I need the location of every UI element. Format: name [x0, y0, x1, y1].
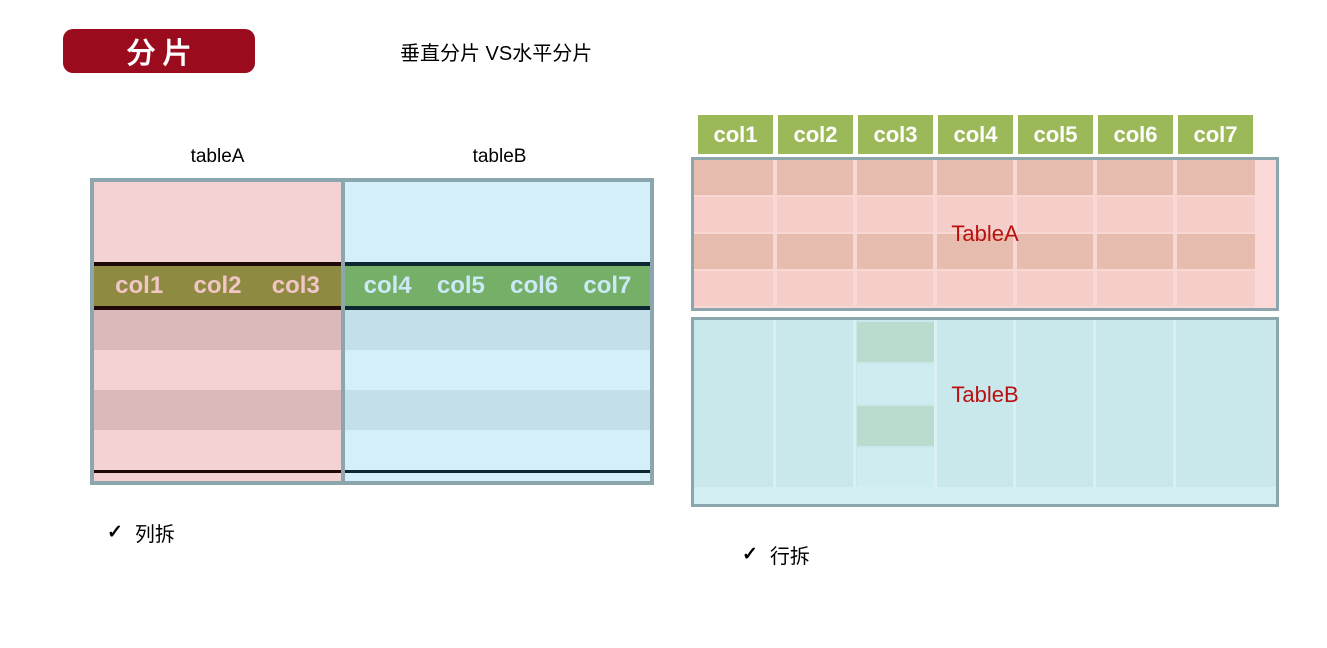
vertical-sharding-diagram: col1 col2 col3 col4 col5 col6 col7 [90, 178, 654, 485]
shard-row [694, 197, 1276, 234]
shared-column-header: col1 col2 col3 col4 col5 col6 col7 [698, 115, 1253, 154]
highlighted-cell [857, 322, 934, 362]
column-label: col3 [271, 272, 320, 299]
row-stripe [345, 390, 650, 430]
slide-subtitle: 垂直分片 VS水平分片 [400, 43, 593, 65]
gridline [1173, 320, 1176, 487]
row-stripe [94, 350, 341, 390]
highlighted-column [857, 320, 934, 488]
column-label: col6 [510, 272, 559, 299]
tableb-shard-box: TableB [691, 317, 1279, 507]
column-label: col2 [193, 272, 242, 299]
gridline [933, 160, 937, 308]
highlighted-cell [857, 406, 934, 446]
gridline [1173, 160, 1177, 308]
gridline [773, 160, 777, 308]
row-stripe [345, 310, 650, 350]
horizontal-split-caption-text: 行拆 [769, 546, 810, 568]
row-stripe [94, 430, 341, 470]
bottom-edge-strip [694, 487, 1276, 504]
tableb-shard-grid: TableB [694, 320, 1276, 504]
gridline [1093, 160, 1097, 308]
tableb-blank-section [345, 182, 650, 262]
highlighted-cell [857, 448, 934, 488]
row-stripe [345, 430, 650, 470]
vertical-split-caption: ✓ 列拆 [107, 518, 175, 547]
divider-line [345, 306, 650, 310]
gridline [1093, 320, 1096, 487]
divider-line [94, 470, 341, 473]
column-header-cell: col7 [1178, 115, 1253, 154]
tablea-shard-box: TableA [691, 157, 1279, 311]
column-header-cell: col3 [858, 115, 933, 154]
gridline [853, 320, 856, 487]
column-label: col5 [436, 272, 485, 299]
tableb-panel: col4 col5 col6 col7 [345, 182, 650, 481]
column-label: col7 [583, 272, 632, 299]
gridline [934, 320, 937, 487]
row-stripe [345, 350, 650, 390]
column-header-cell: col4 [938, 115, 1013, 154]
column-header-cell: col2 [778, 115, 853, 154]
gridline [853, 160, 857, 308]
divider-line [345, 470, 650, 473]
divider-line [94, 262, 341, 266]
check-icon: ✓ [107, 522, 123, 543]
horizontal-split-caption: ✓ 行拆 [742, 540, 810, 569]
row-stripe [94, 473, 341, 481]
tablea-shard-label: TableA [951, 221, 1019, 246]
divider-line [94, 306, 341, 310]
shard-row [694, 234, 1276, 271]
gridline [1013, 320, 1016, 487]
column-header-cell: col6 [1098, 115, 1173, 154]
tablea-panel: col1 col2 col3 [94, 182, 341, 481]
gridline [773, 320, 776, 487]
tableb-name-label: tableB [472, 146, 527, 167]
panel-divider [341, 182, 345, 481]
column-header-cell: col1 [698, 115, 773, 154]
vertical-split-caption-text: 列拆 [134, 524, 175, 546]
row-stripe [345, 473, 650, 481]
check-icon: ✓ [742, 544, 758, 565]
row-stripe [94, 310, 341, 350]
column-label: col1 [115, 272, 164, 299]
row-stripe [94, 390, 341, 430]
divider-line [345, 262, 650, 266]
tableb-shard-label: TableB [951, 382, 1019, 408]
tablea-shard-grid: TableA [694, 160, 1276, 308]
shard-row [694, 271, 1276, 308]
sharding-title-text: 分片 [126, 38, 199, 70]
gridline [1013, 160, 1017, 308]
tablea-blank-section [94, 182, 341, 262]
sharding-title-badge: 分片 [63, 29, 255, 73]
shard-row [694, 160, 1276, 197]
column-header-cell: col5 [1018, 115, 1093, 154]
tableb-header-band: col4 col5 col6 col7 [345, 266, 650, 306]
highlighted-cell [857, 364, 934, 404]
column-label: col4 [363, 272, 412, 299]
right-edge-strip [1255, 160, 1276, 308]
tablea-header-band: col1 col2 col3 [94, 266, 341, 306]
tablea-name-label: tableA [190, 146, 245, 167]
